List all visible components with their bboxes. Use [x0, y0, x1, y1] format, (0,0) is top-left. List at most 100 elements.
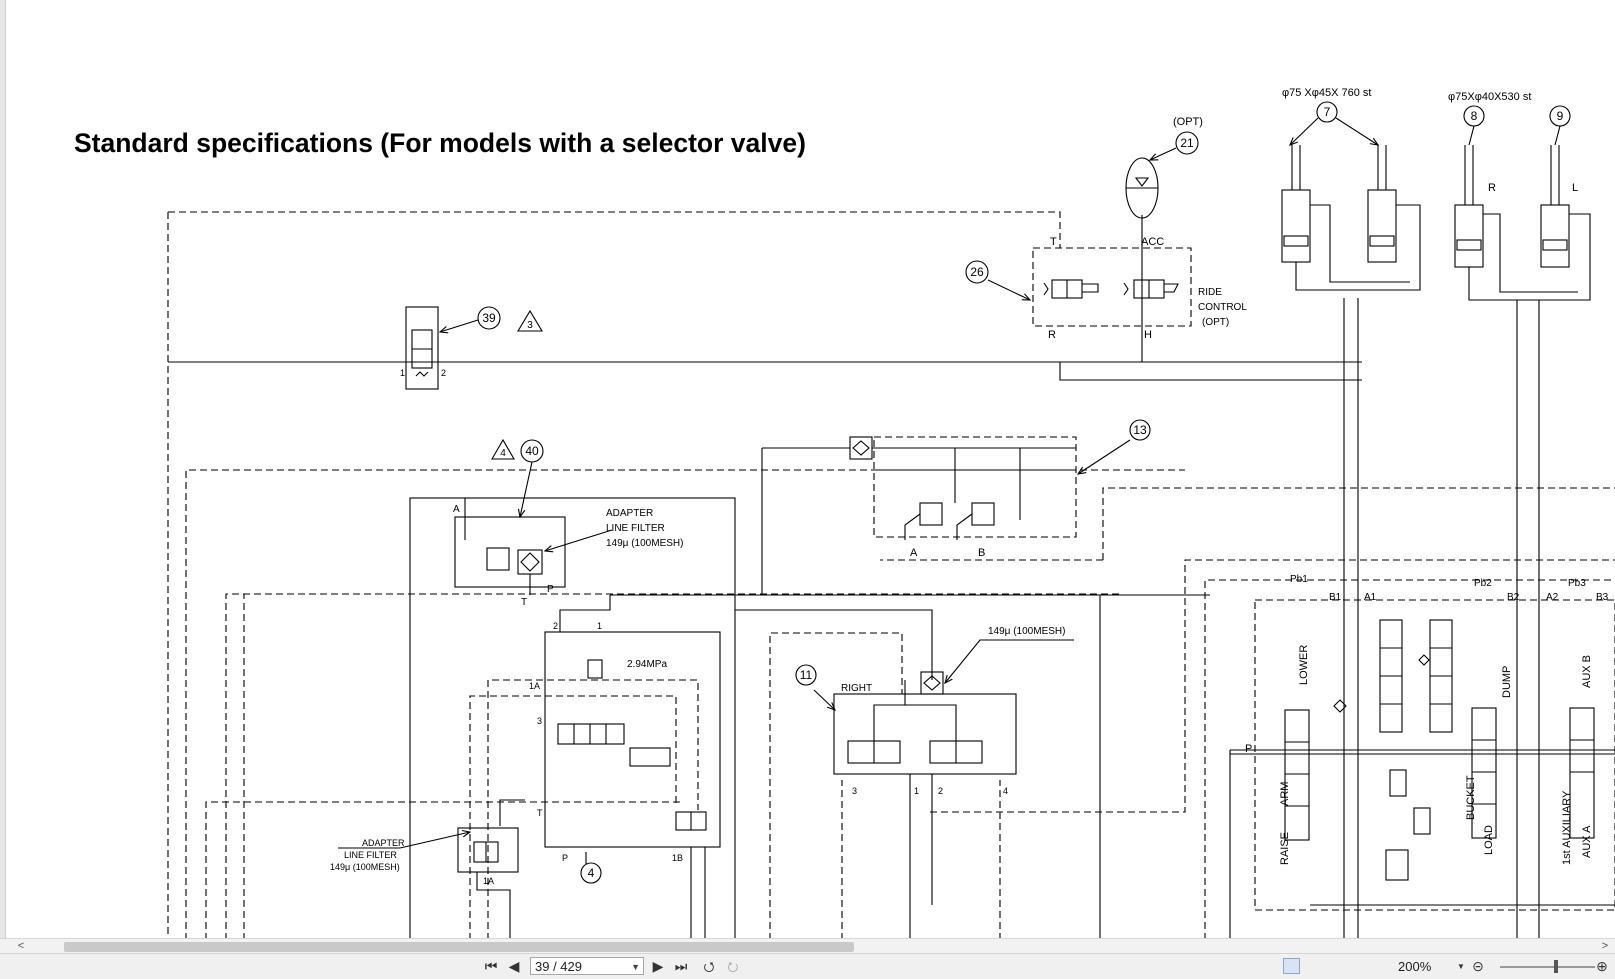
port-b3: B3: [1596, 592, 1609, 603]
adapter-1-filter: LINE FILTER: [606, 523, 665, 534]
port-pb1: Pb1: [1290, 574, 1308, 585]
port-pb2: Pb2: [1474, 578, 1492, 589]
right-label: RIGHT: [841, 683, 872, 694]
port-b-13: B: [978, 547, 985, 559]
go-back-view-icon[interactable]: ⭯: [703, 959, 715, 974]
continuous-view-icon[interactable]: [1309, 958, 1326, 974]
callout-40: [520, 439, 544, 463]
port-a-40: A: [453, 504, 460, 515]
raise-label: RAISE: [1279, 832, 1291, 865]
page-title: Standard specifications (For models with…: [74, 128, 806, 158]
callout-9: [1549, 105, 1571, 127]
aux-b-label: AUX B: [1581, 655, 1593, 688]
filter-1a: 1A: [483, 876, 494, 886]
port-39-1: 1: [400, 368, 405, 378]
page-dropdown-icon[interactable]: ▼: [631, 962, 640, 972]
revision-3-label: 3: [527, 320, 533, 331]
adapter-1-mesh: 149μ (100MESH): [606, 538, 683, 549]
port-2: 2: [553, 621, 558, 631]
port-p-main: P: [1245, 743, 1252, 755]
document-viewport[interactable]: 7 8 9 21 26 39 40 13 11 4 3 4 φ75 Xφ45X …: [0, 0, 1615, 940]
zoom-in-icon[interactable]: ⊕: [1596, 958, 1608, 974]
first-page-icon[interactable]: ⏮: [484, 958, 498, 974]
callout-11: [795, 664, 817, 686]
next-page-icon[interactable]: ▶: [652, 958, 664, 974]
callout-39-label: 39: [482, 311, 496, 325]
callout-40-label: 40: [525, 444, 539, 458]
page-number-value: 39 / 429: [535, 959, 582, 974]
go-forward-view-icon[interactable]: ⭮: [727, 959, 739, 974]
right-port-3: 3: [852, 786, 857, 796]
adapter-1-label: ADAPTER: [606, 508, 653, 519]
hydraulic-schematic: 7 8 9 21 26 39 40 13 11 4 3 4 φ75 Xφ45X …: [167, 87, 1615, 940]
port-p-pilot: P: [562, 853, 568, 863]
callout-9-label: 9: [1557, 109, 1564, 123]
scroll-right-icon[interactable]: >: [1601, 940, 1609, 952]
zoom-dropdown-icon[interactable]: ▼: [1457, 962, 1465, 971]
zoom-slider-knob[interactable]: [1554, 960, 1558, 973]
horizontal-scrollbar[interactable]: < >: [0, 938, 1615, 954]
revision-triangle-4: [491, 438, 515, 460]
callout-39: [477, 306, 501, 330]
port-a1: A1: [1364, 592, 1377, 603]
ride-label-2: CONTROL: [1198, 302, 1247, 313]
cylinder-l-label: L: [1572, 182, 1578, 194]
left-panel-edge: [0, 0, 6, 940]
port-b1: B1: [1329, 592, 1342, 603]
port-39-2: 2: [441, 368, 446, 378]
revision-triangle-3: [517, 309, 543, 332]
port-1a: 1A: [529, 681, 540, 691]
page-number-input[interactable]: 39 / 429 ▼: [530, 957, 644, 975]
last-page-icon[interactable]: ⏭: [674, 958, 688, 974]
port-p-40: P: [547, 584, 554, 595]
callout-13: [1129, 419, 1151, 441]
callout-21-label: 21: [1180, 136, 1194, 150]
port-t-40: T: [521, 597, 527, 608]
ride-label-3: (OPT): [1202, 317, 1229, 328]
callout-26: [965, 260, 989, 284]
port-b2: B2: [1507, 592, 1520, 603]
bucket-label: BUCKET: [1465, 775, 1477, 820]
callout-7: [1316, 101, 1338, 123]
cylinder-spec-arm: φ75 Xφ45X 760 st: [1282, 87, 1372, 99]
facing-view-icon[interactable]: [1335, 958, 1352, 974]
callout-8: [1463, 105, 1485, 127]
first-aux-label: 1st AUXILIARY: [1561, 790, 1573, 865]
navigation-toolbar: ⏮ ◀ 39 / 429 ▼ ▶ ⏭ ⭯ ⭮ 200% ▼ ⊝ ⊕: [0, 953, 1615, 979]
adapter-2-mesh: 149μ (100MESH): [330, 862, 400, 872]
zoom-level[interactable]: 200%: [1398, 959, 1432, 974]
previous-page-icon[interactable]: ◀: [508, 958, 520, 974]
lower-label: LOWER: [1298, 645, 1310, 685]
port-1b: 1B: [672, 853, 683, 863]
zoom-slider[interactable]: [1500, 966, 1595, 968]
callout-7-label: 7: [1324, 105, 1331, 119]
callout-4: [580, 862, 602, 884]
port-r-label: R: [1048, 329, 1056, 341]
zoom-out-icon[interactable]: ⊝: [1472, 958, 1484, 974]
callout-13-label: 13: [1133, 423, 1147, 437]
scrollbar-thumb[interactable]: [64, 942, 854, 952]
cylinder-r-label: R: [1488, 182, 1496, 194]
adapter-2-filter: LINE FILTER: [344, 850, 397, 860]
ride-label-1: RIDE: [1198, 287, 1222, 298]
continuous-facing-view-icon[interactable]: [1361, 958, 1378, 974]
pressure-label: 2.94MPa: [627, 659, 667, 670]
arm-label: ARM: [1279, 782, 1291, 806]
right-port-4: 4: [1003, 786, 1008, 796]
callout-4-label: 4: [588, 866, 595, 880]
load-label: LOAD: [1483, 825, 1495, 855]
port-3: 3: [537, 716, 542, 726]
right-port-1: 1: [914, 786, 919, 796]
aux-a-label: AUX A: [1581, 825, 1593, 858]
dump-label: DUMP: [1501, 666, 1513, 698]
mesh-label: 149μ (100MESH): [988, 626, 1065, 637]
port-t-label: T: [1050, 236, 1057, 248]
port-t-pilot: T: [537, 808, 543, 818]
scroll-left-icon[interactable]: <: [17, 940, 25, 952]
port-pb3: Pb3: [1568, 578, 1586, 589]
callout-11-label: 11: [800, 668, 813, 682]
acc-label: ACC: [1141, 236, 1164, 248]
cylinder-spec-bucket: φ75Xφ40X530 st: [1448, 91, 1531, 103]
single-page-view-icon[interactable]: [1283, 958, 1300, 974]
port-h-label: H: [1144, 329, 1152, 341]
